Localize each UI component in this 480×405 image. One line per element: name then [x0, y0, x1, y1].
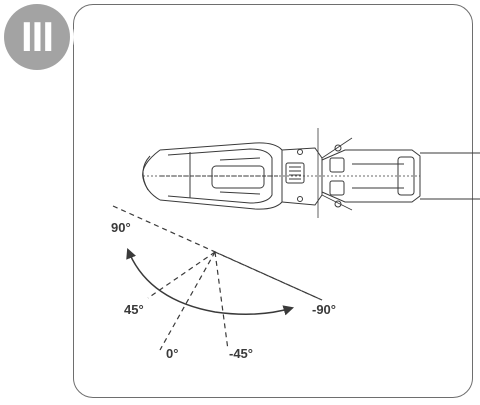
- angle-label-minus-90: -90°: [312, 302, 336, 317]
- angle-label-minus-45: -45°: [229, 346, 253, 361]
- step-numeral: III: [20, 13, 54, 60]
- angle-label-90: 90°: [111, 220, 131, 235]
- angle-indicator: [112, 205, 323, 351]
- ray-45: [147, 251, 216, 299]
- ray-minus-45: [214, 251, 229, 351]
- step-frame: [73, 4, 473, 398]
- tool-illustration: [142, 128, 480, 218]
- angle-label-0: 0°: [166, 346, 179, 361]
- rotation-arc-arrow: [126, 248, 295, 316]
- step-badge: III: [4, 4, 70, 70]
- angle-label-45: 45°: [124, 302, 144, 317]
- ray-0: [159, 251, 216, 351]
